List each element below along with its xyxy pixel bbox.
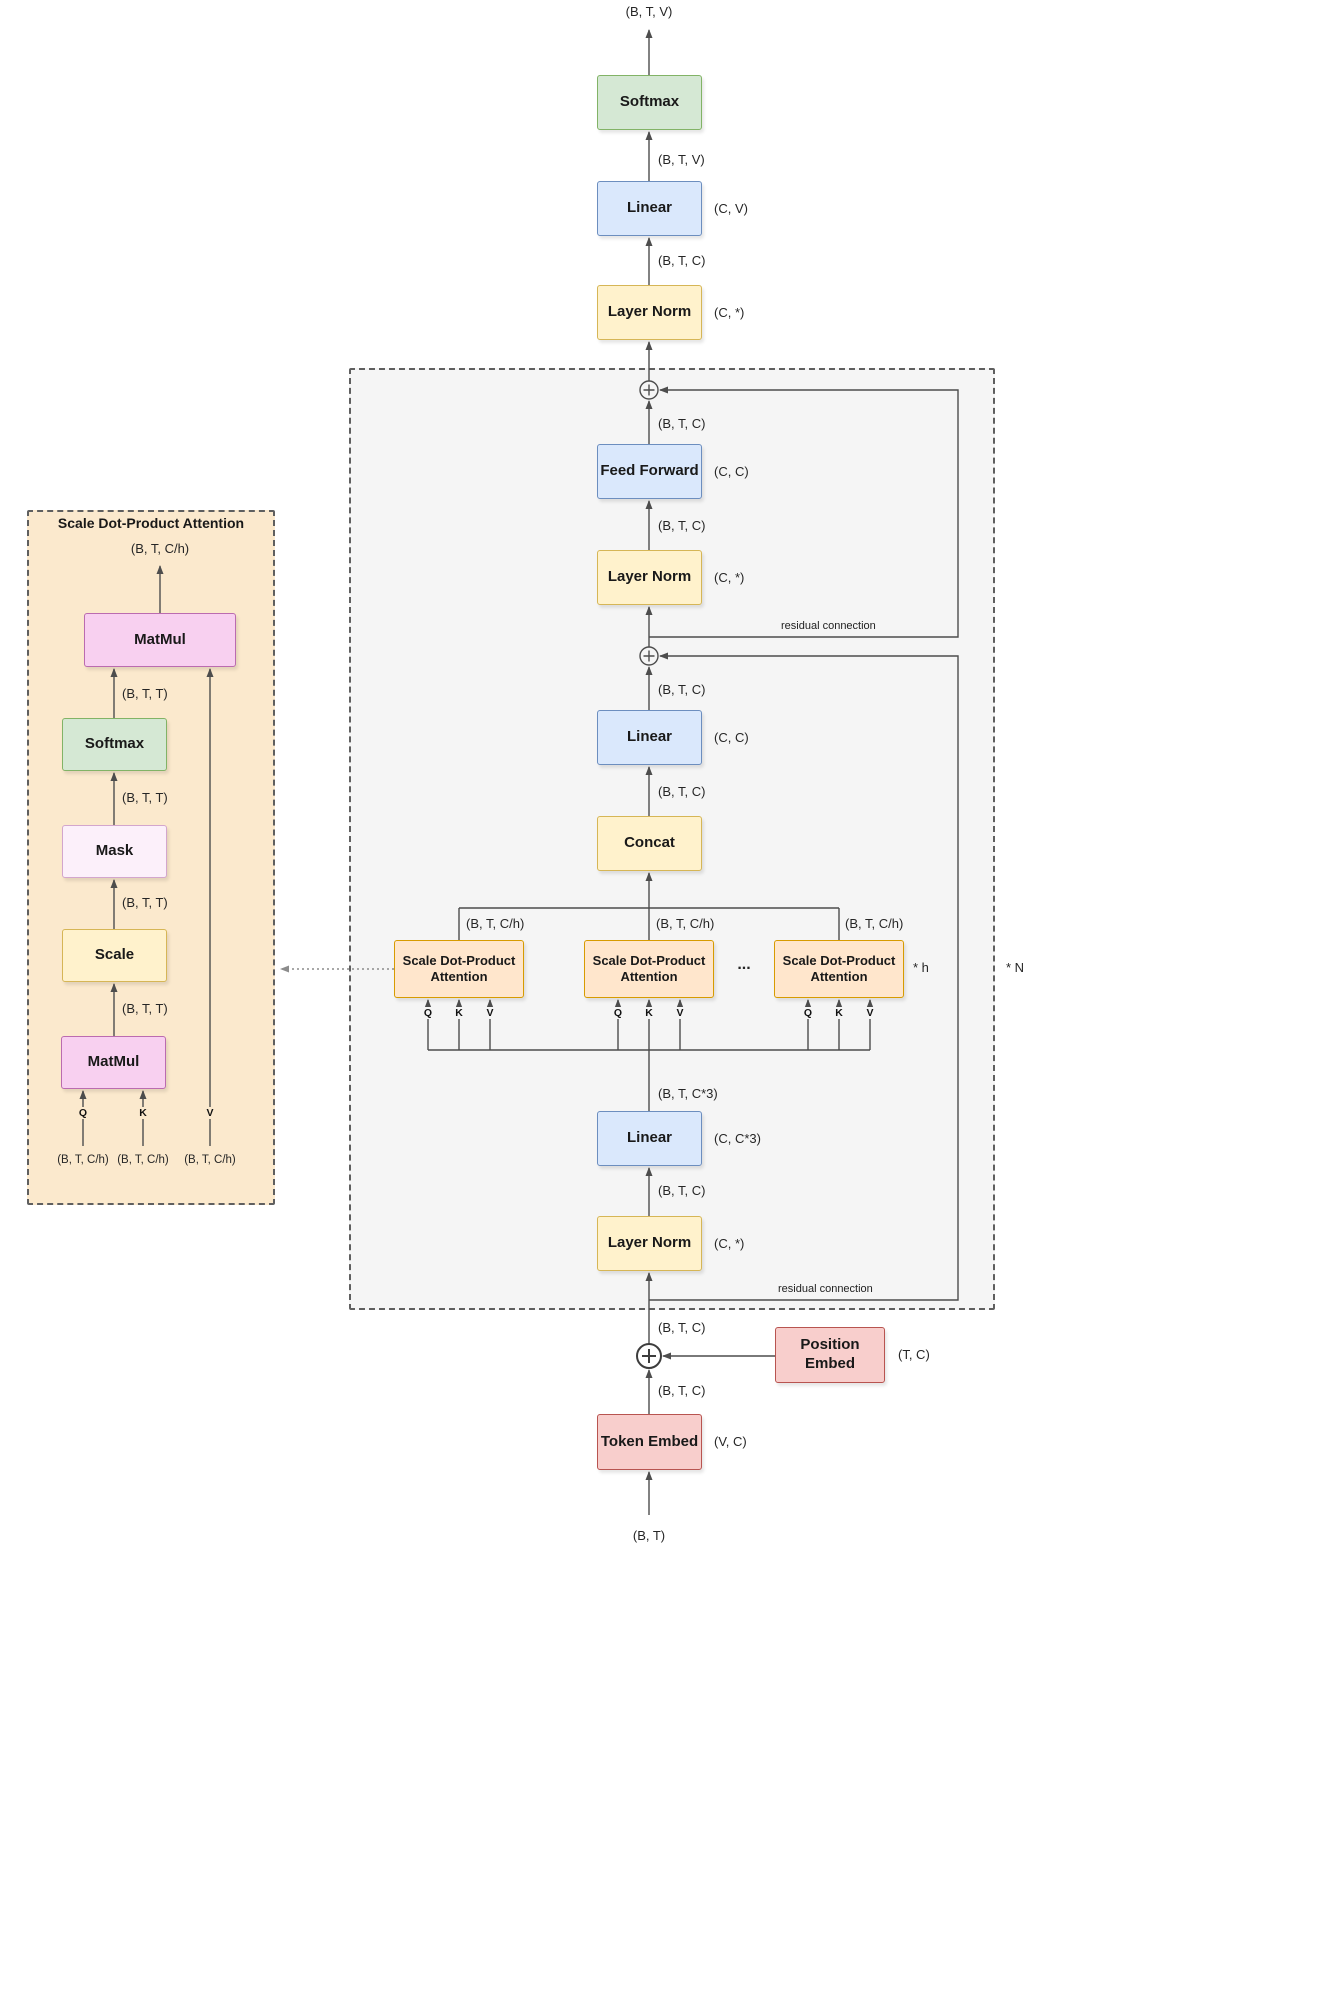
position-embed-box: Position Embed	[775, 1327, 885, 1383]
weight-shape-label: (C, C*3)	[714, 1131, 761, 1146]
weight-shape-label: (C, C)	[714, 730, 749, 745]
linear-proj-box: Linear	[597, 710, 702, 765]
v-label: V	[204, 1107, 216, 1119]
tensor-shape-label: (B, T, T)	[122, 790, 168, 805]
weight-shape-label: (V, C)	[714, 1434, 747, 1449]
tensor-shape-label: (B, T, V)	[658, 152, 705, 167]
tensor-shape-label: (B, T, C)	[658, 416, 706, 431]
tensor-shape-label: (B, T, C/h)	[117, 1154, 169, 1166]
layer-norm-final-box: Layer Norm	[597, 285, 702, 340]
q-label: Q	[421, 1007, 435, 1019]
input-shape-label: (B, T)	[632, 1528, 666, 1543]
layer-norm-1-box: Layer Norm	[597, 1216, 702, 1271]
q-label: Q	[611, 1007, 625, 1019]
tensor-shape-label: (B, T, T)	[122, 686, 168, 701]
matmul-output-box: MatMul	[84, 613, 236, 667]
tensor-shape-label: (B, T, C)	[658, 682, 706, 697]
k-label: K	[453, 1007, 465, 1019]
attention-head-3-box: Scale Dot-Product Attention	[774, 940, 904, 998]
linear-head-box: Linear	[597, 181, 702, 236]
embed-add-icon	[636, 1343, 662, 1369]
softmax-attn-box: Softmax	[62, 718, 167, 771]
tensor-shape-label: (B, T, C)	[658, 1183, 706, 1198]
tensor-shape-label: (B, T, C/h)	[656, 916, 715, 931]
tensor-shape-label: (B, T, C/h)	[130, 541, 190, 556]
residual-connection-label: residual connection	[781, 620, 876, 632]
matmul-qk-box: MatMul	[61, 1036, 166, 1089]
softmax-output-box: Softmax	[597, 75, 702, 130]
weight-shape-label: (T, C)	[898, 1347, 930, 1362]
weight-shape-label: (C, *)	[714, 1236, 745, 1251]
k-label: K	[833, 1007, 845, 1019]
tensor-shape-label: (B, T, V)	[625, 4, 673, 19]
tensor-shape-label: (B, T, C*3)	[658, 1086, 718, 1101]
attention-head-1-box: Scale Dot-Product Attention	[394, 940, 524, 998]
q-label: Q	[801, 1007, 815, 1019]
feed-forward-box: Feed Forward	[597, 444, 702, 499]
tensor-shape-label: (B, T, T)	[122, 895, 168, 910]
tensor-shape-label: (B, T, T)	[122, 1001, 168, 1016]
attention-head-2-box: Scale Dot-Product Attention	[584, 940, 714, 998]
concat-box: Concat	[597, 816, 702, 871]
heads-ellipsis: ...	[737, 956, 751, 973]
tensor-shape-label: (B, T, C/h)	[845, 916, 904, 931]
layer-norm-2-box: Layer Norm	[597, 550, 702, 605]
q-label: Q	[76, 1107, 90, 1119]
residual-connection-label: residual connection	[778, 1283, 873, 1295]
k-label: K	[643, 1007, 655, 1019]
tensor-shape-label: (B, T, C)	[658, 784, 706, 799]
weight-shape-label: (C, V)	[714, 201, 748, 216]
mask-box: Mask	[62, 825, 167, 878]
attention-detail-title: Scale Dot-Product Attention	[57, 515, 245, 531]
tensor-shape-label: (B, T, C)	[658, 253, 706, 268]
weight-shape-label: (C, *)	[714, 305, 745, 320]
tensor-shape-label: (B, T, C/h)	[57, 1154, 109, 1166]
tensor-shape-label: (B, T, C)	[658, 1320, 706, 1335]
weight-shape-label: (C, C)	[714, 464, 749, 479]
v-label: V	[484, 1007, 496, 1019]
tensor-shape-label: (B, T, C)	[658, 1383, 706, 1398]
weight-shape-label: (C, *)	[714, 570, 745, 585]
tensor-shape-label: (B, T, C/h)	[184, 1154, 236, 1166]
v-label: V	[864, 1007, 876, 1019]
k-label: K	[137, 1107, 149, 1119]
token-embed-box: Token Embed	[597, 1414, 702, 1470]
tensor-shape-label: (B, T, C/h)	[466, 916, 525, 931]
v-label: V	[674, 1007, 686, 1019]
linear-qkv-box: Linear	[597, 1111, 702, 1166]
repeat-n-label: * N	[1006, 960, 1025, 975]
scale-box: Scale	[62, 929, 167, 982]
repeat-h-label: * h	[913, 960, 929, 975]
tensor-shape-label: (B, T, C)	[658, 518, 706, 533]
